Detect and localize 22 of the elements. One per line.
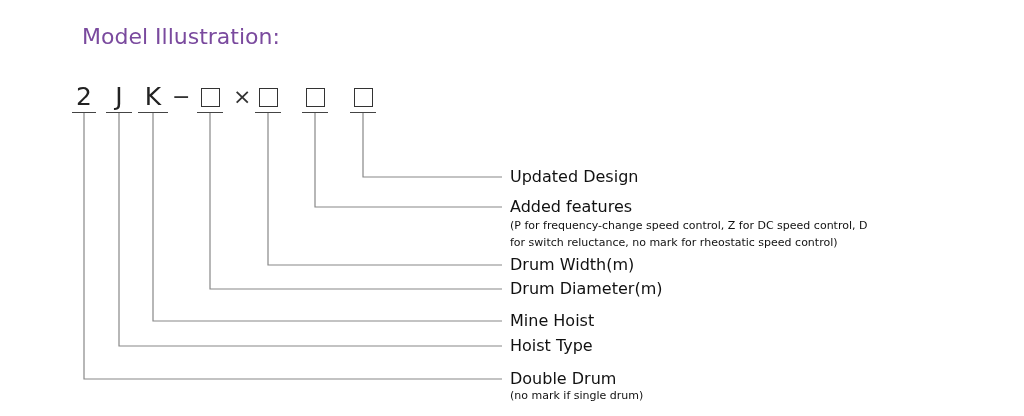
leader-line — [83, 112, 503, 380]
separator-sign: × — [233, 83, 252, 111]
description-label: Drum Width(m) — [510, 255, 635, 275]
code-letter: J — [106, 82, 132, 113]
description-label: Added features — [510, 197, 634, 217]
leader-line — [314, 112, 503, 208]
separator-sign: − — [172, 83, 191, 111]
description-label: Updated Design — [510, 167, 639, 187]
code-letter: 2 — [72, 82, 96, 113]
description-label: Double Drum — [510, 369, 618, 389]
leader-line — [362, 112, 503, 178]
title: Model Illustration: — [82, 24, 280, 49]
leader-line — [118, 112, 503, 347]
description-note: (no mark if single drum) — [510, 389, 645, 403]
description-label: Drum Diameter(m) — [510, 279, 663, 299]
leader-line — [267, 112, 503, 266]
description-label: Hoist Type — [510, 336, 593, 356]
code-letter: K — [138, 82, 168, 113]
description-note: (P for frequency-change speed control, Z for DC speed control, D for switch reluctance, no mark for rheostatic speed control) — [510, 218, 869, 251]
leader-line — [152, 112, 503, 322]
leader-line — [209, 112, 503, 290]
description-label: Mine Hoist — [510, 311, 595, 331]
